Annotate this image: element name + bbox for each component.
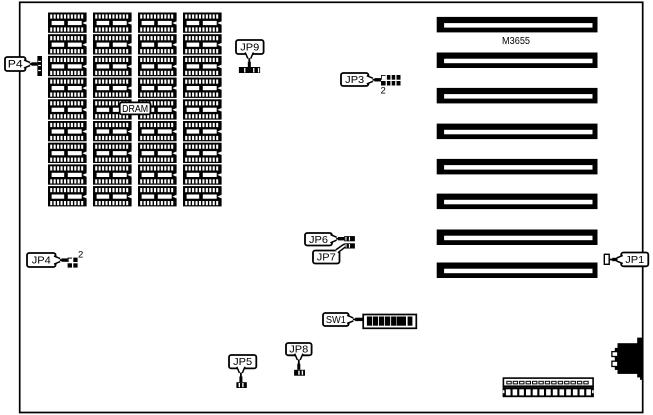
svg-text:M3655: M3655 <box>502 36 530 47</box>
svg-text:JP4: JP4 <box>32 256 51 267</box>
svg-text:SW1: SW1 <box>326 315 346 326</box>
svg-text:2: 2 <box>78 249 83 260</box>
svg-text:JP3: JP3 <box>345 75 364 86</box>
svg-text:JP9: JP9 <box>240 43 259 54</box>
svg-text:2: 2 <box>381 85 386 96</box>
svg-text:JP7: JP7 <box>317 253 336 264</box>
svg-text:JP6: JP6 <box>309 235 328 246</box>
svg-text:P4: P4 <box>8 59 23 71</box>
svg-text:JP8: JP8 <box>289 345 308 356</box>
svg-text:JP5: JP5 <box>233 357 252 368</box>
svg-text:DRAM: DRAM <box>122 104 148 115</box>
svg-text:JP1: JP1 <box>625 255 644 266</box>
